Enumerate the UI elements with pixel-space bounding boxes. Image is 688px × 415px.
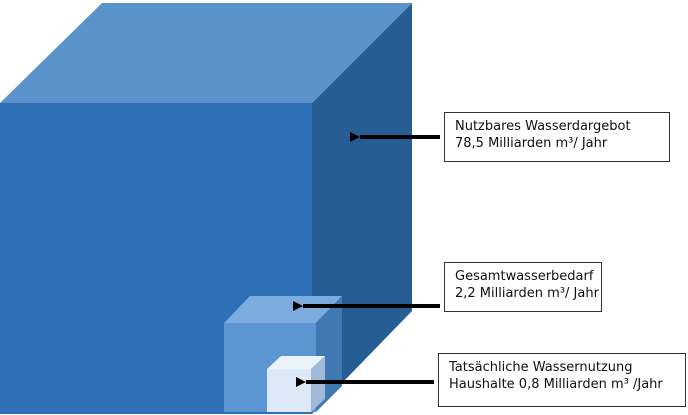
callout-demand-value: 2,2 Milliarden m³/ Jahr xyxy=(455,286,599,301)
small-cube-top xyxy=(267,356,325,369)
callout-actual-water-usage: Tatsächliche Wassernutzung Haushalte 0,8… xyxy=(438,353,686,407)
large-cube-water-supply xyxy=(0,3,412,414)
callout-usage-value: Haushalte 0,8 Milliarden m³ /Jahr xyxy=(449,377,663,392)
small-cube-household-usage xyxy=(267,356,325,412)
large-cube-top xyxy=(0,3,412,103)
callout-usage-title: Tatsächliche Wassernutzung xyxy=(449,360,633,375)
medium-cube-top xyxy=(224,296,342,323)
callout-supply-title: Nutzbares Wasserdargebot xyxy=(455,119,631,134)
callout-usable-water-supply: Nutzbares Wasserdargebot 78,5 Milliarden… xyxy=(444,112,670,162)
callout-total-water-demand: Gesamtwasserbedarf 2,2 Milliarden m³/ Ja… xyxy=(444,262,602,312)
small-cube-front xyxy=(267,369,311,412)
callout-supply-value: 78,5 Milliarden m³/ Jahr xyxy=(455,136,608,151)
callout-demand-title: Gesamtwasserbedarf xyxy=(455,269,594,284)
